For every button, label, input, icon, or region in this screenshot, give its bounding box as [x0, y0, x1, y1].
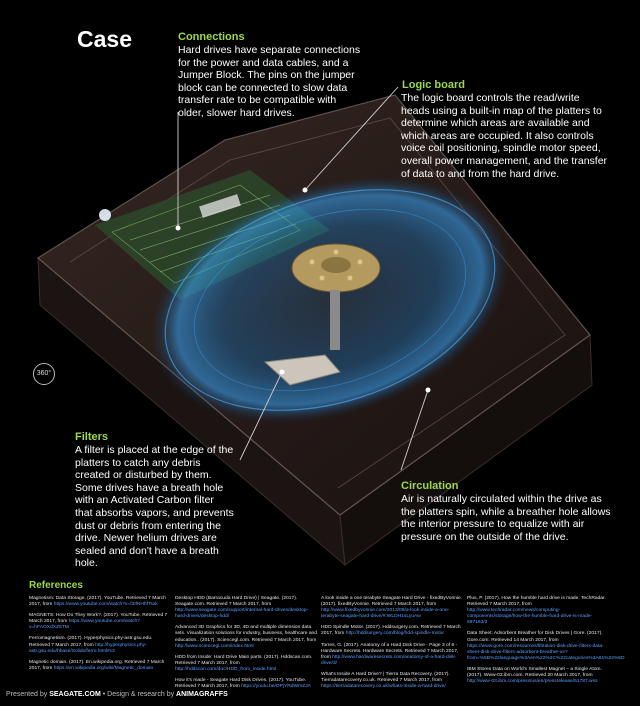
logic-board-text: The logic board controls the read/write … — [401, 92, 608, 180]
reference-item: Desktop HDD (Barracuda Hard Drive) | Sea… — [175, 596, 309, 620]
references-column-2: Desktop HDD (Barracuda Hard Drive) | Sea… — [175, 596, 318, 695]
reference-link[interactable]: https://youtu.be/OPjYRdWmZJA — [241, 684, 311, 690]
reference-link[interactable]: https://www.youtube.com/watch?v=hFAOXdXZ… — [29, 619, 140, 631]
reference-item: Advanced 3D Graphics for 3D, 4D and mult… — [175, 625, 317, 649]
reference-item: MAGNETS: How Do They Work?. (2017). YouT… — [29, 613, 168, 631]
footer-presented-label: Presented by — [6, 691, 48, 698]
reference-item: What's Inside A Hard Drive? | Tierra Dat… — [321, 671, 450, 690]
reference-item: Plus, P. (2017). How the humble hard dri… — [467, 596, 606, 626]
reference-link[interactable]: https://en.wikipedia.org/wiki/Magnetic_d… — [53, 665, 154, 671]
filters-heading: Filters — [75, 431, 109, 443]
logic-board-heading: Logic board — [402, 79, 465, 91]
references-column-3: A look inside a one terabyte Seagate Har… — [321, 596, 464, 695]
circulation-text: Air is naturally circulated within the d… — [401, 493, 611, 543]
reference-item: Data Sheet: Adsorbent Breather for Disk … — [467, 631, 625, 661]
footer-separator: • — [102, 691, 106, 698]
reference-item: Magnetism: Data Storage. (2017). YouTube… — [29, 596, 166, 608]
reference-item: Ferromagnetism. (2017). Hyperphysics.phy… — [29, 636, 153, 654]
footer-studio-link[interactable]: ANIMAGRAFFS — [176, 691, 228, 698]
connections-text: Hard drives have separate connections fo… — [178, 44, 361, 119]
references-column-4: Plus, P. (2017). How the humble hard dri… — [467, 596, 625, 690]
reference-link[interactable]: http://www.fixedbyvonnie.com/2013/09/a-l… — [321, 608, 450, 620]
reference-item: IBM Stores Data on World's Smallest Magn… — [467, 666, 602, 685]
reference-link[interactable]: http://hddscan.com/doc/HDD_from_inside.h… — [175, 666, 277, 672]
circulation-heading: Circulation — [401, 480, 459, 492]
footer-design-label: Design & research by — [107, 691, 175, 698]
footer-brand-link[interactable]: SEAGATE.COM — [49, 691, 101, 698]
reference-link[interactable]: https://www.youtube.com/watch?v=f3IlNHhf… — [53, 602, 158, 608]
references-heading: References — [29, 580, 83, 591]
reference-link[interactable]: https://www.gore.com/resources/filtratio… — [467, 643, 625, 661]
filter-block — [263, 354, 341, 386]
reference-link[interactable]: http://www-03.ibm.com/press/us/en/pressr… — [467, 679, 598, 685]
reference-link[interactable]: http://www.techradar.com/news/computing-… — [467, 608, 593, 626]
reference-item: A look inside a one terabyte Seagate Har… — [321, 596, 463, 620]
reference-link[interactable]: http://www.seagate.com/support/internal-… — [175, 608, 309, 620]
filters-text: A filter is placed at the edge of the pl… — [75, 444, 234, 570]
reference-item: HDD from Inside: Hard Drive Main parts. … — [175, 654, 313, 672]
page-title: Case — [77, 26, 132, 52]
breather-filter — [99, 209, 111, 221]
reference-link[interactable]: http://www.sciencegl.com/index.html — [175, 643, 254, 649]
reference-item: Magnetic domain. (2017). En.wikipedia.or… — [29, 659, 165, 671]
reference-item: HDD Spindle Motor. (2017). Hddsurgery.co… — [321, 625, 461, 637]
footer-credits: Presented by SEAGATE.COM • Design & rese… — [6, 691, 228, 698]
reference-item: Torres, G. (2017). Anatomy of a Hard Dis… — [321, 642, 459, 666]
reference-link[interactable]: http://hyperphysics.phy-astr.gsu.edu/hba… — [29, 642, 147, 654]
reference-item: How it's made - Seagate Hard Disk Drives… — [175, 678, 311, 690]
reference-link[interactable]: http://www.hardwaresecrets.com/anatomy-o… — [321, 654, 457, 666]
jumper-block — [199, 194, 241, 218]
references-column-1: Magnetism: Data Storage. (2017). YouTube… — [29, 596, 172, 677]
connections-heading: Connections — [178, 31, 245, 43]
reference-link[interactable]: https://tierradatarecovery.co.uk/whats-i… — [321, 684, 446, 690]
reference-link[interactable]: http://hddsurgery.com/blog/hdd-spindle-m… — [345, 631, 445, 637]
rotate-360-button[interactable]: 360° — [33, 363, 55, 385]
